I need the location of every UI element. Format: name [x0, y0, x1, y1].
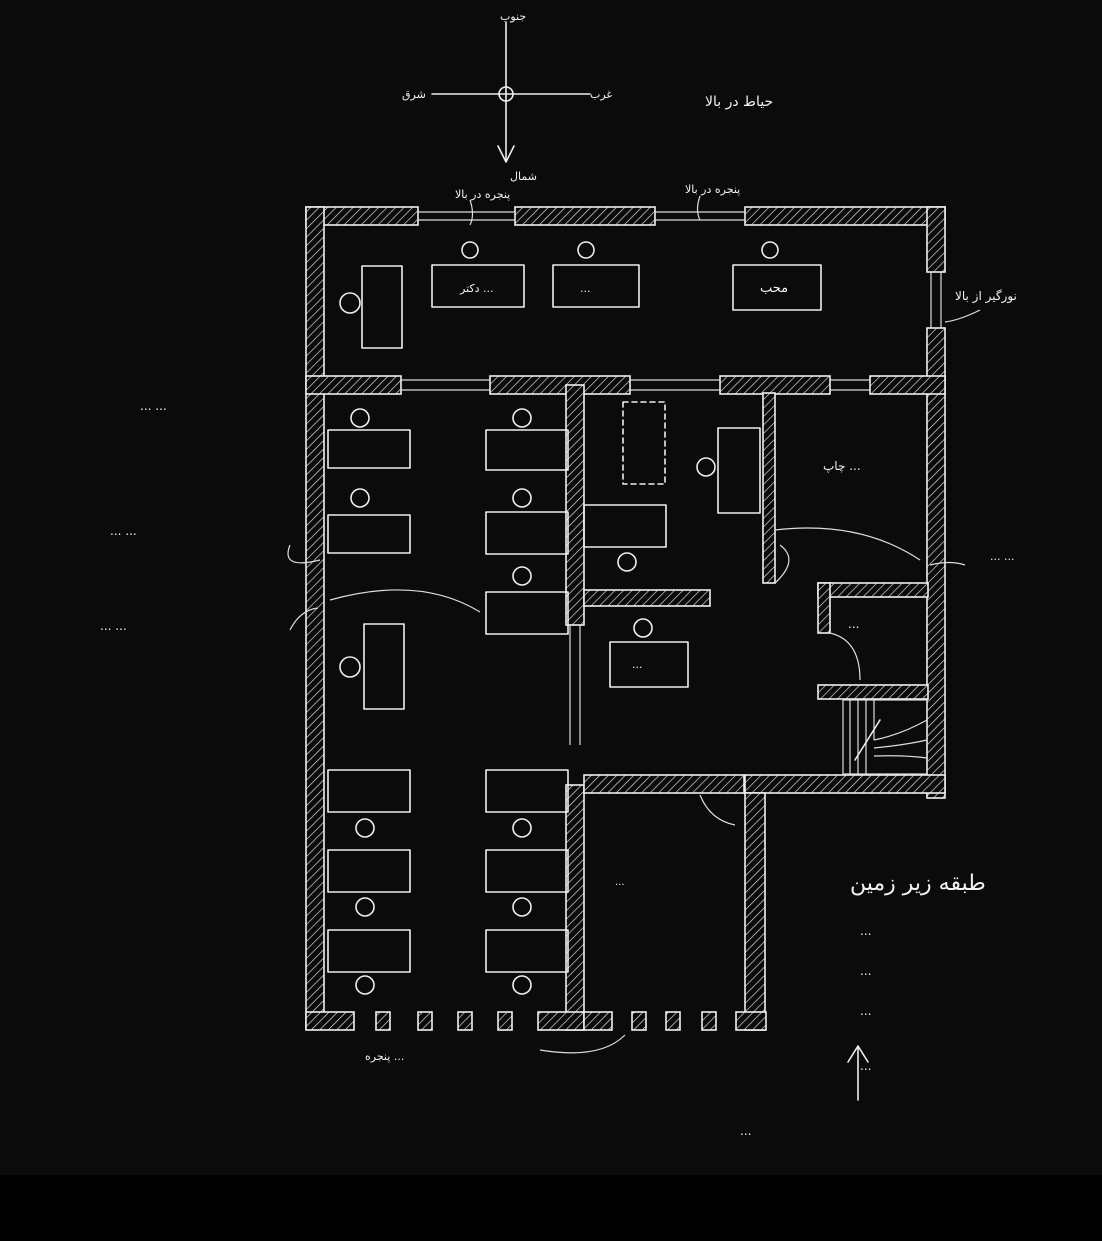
note-2: ... ... — [110, 524, 137, 538]
window-label-top-left: پنجره در بالا — [455, 188, 510, 201]
note-1: ... ... — [140, 399, 167, 413]
middle-furniture — [583, 401, 921, 826]
compass-west: غرب — [590, 88, 612, 101]
left-office-furniture — [327, 408, 569, 995]
compass-south: جنوب — [500, 10, 526, 23]
bottom-room-label: ... — [615, 877, 625, 888]
print-room-label: چاپ ... — [823, 459, 861, 473]
bottom-right-note-3: ... — [860, 1004, 871, 1018]
bottom-entry-note: ... — [740, 1124, 751, 1138]
middle-desk-label: ... — [632, 658, 643, 671]
top-desk-3-label: محب — [760, 281, 788, 296]
bottom-right-note-2: ... — [860, 964, 871, 978]
floor-plan-sketch: جنوب غرب شرق شمال حیاط در بالا پنجره در … — [100, 10, 1017, 1138]
top-desk-1-label: دکتر ... — [459, 282, 494, 295]
courtyard-note: حیاط در بالا — [705, 94, 773, 110]
skylight-label: نورگیر از بالا — [955, 289, 1017, 304]
right-note: ... ... — [990, 550, 1014, 563]
top-desk-2-label: ... — [580, 282, 591, 295]
compass: جنوب غرب شرق شمال — [402, 10, 612, 183]
compass-north: شمال — [510, 170, 537, 183]
plan-title: طبقه زیر زمین — [850, 871, 986, 896]
stairs — [842, 699, 928, 775]
entry-arrow — [847, 1045, 869, 1101]
note-3: ... ... — [100, 619, 127, 633]
compass-east: شرق — [402, 88, 426, 101]
bottom-right-note-4: ... — [860, 1059, 871, 1073]
window-label-top-right: پنجره در بالا — [685, 183, 740, 196]
bottom-window-note: پنجره ... — [365, 1050, 404, 1063]
walls — [305, 206, 946, 1031]
bottom-right-note-1: ... — [860, 924, 871, 938]
small-room-label: ... — [848, 617, 859, 631]
bottom-band — [0, 1175, 1102, 1241]
top-room-furniture: دکتر ... ... محب — [339, 241, 822, 349]
